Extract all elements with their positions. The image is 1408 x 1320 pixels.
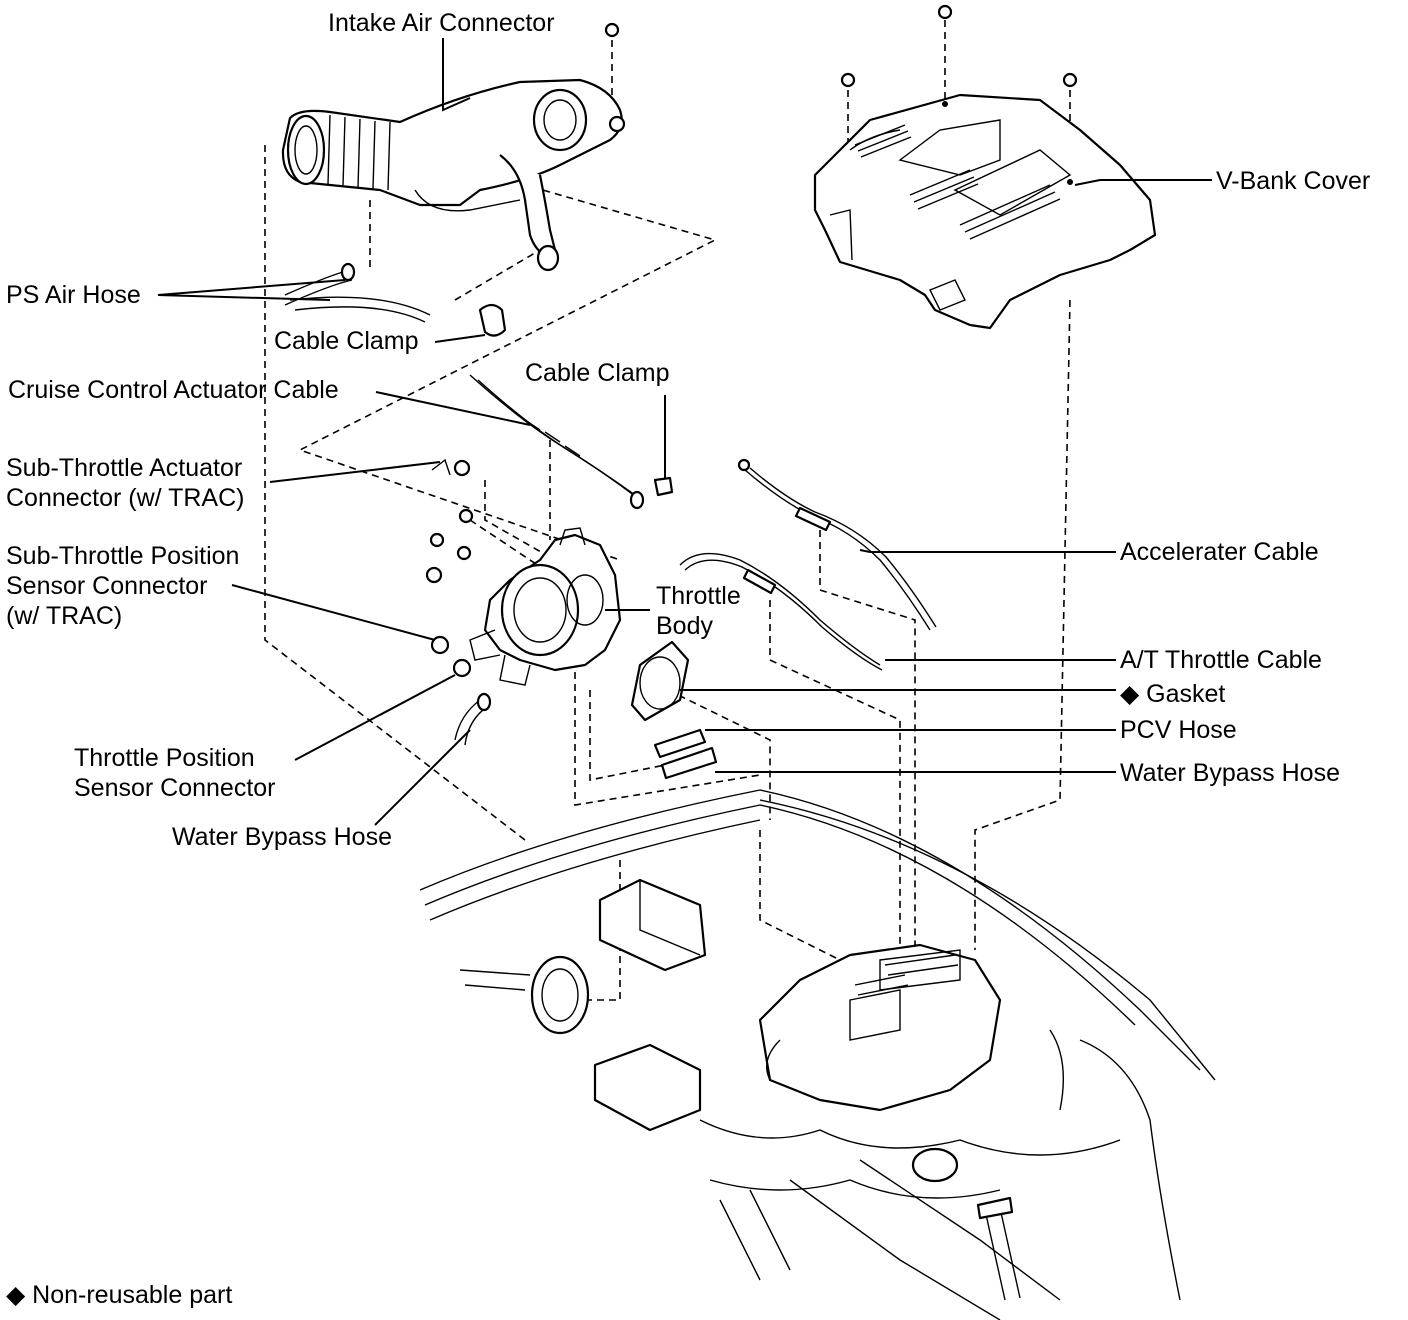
intake-air-connector-label: Intake Air Connector: [328, 9, 555, 37]
ps-air-hose-label: PS Air Hose: [6, 281, 141, 309]
sub-throttle-actuator-connector-label: Sub-Throttle Actuator Connector (w/ TRAC…: [6, 454, 245, 512]
at-throttle-cable-label: A/T Throttle Cable: [1120, 646, 1322, 674]
water-bypass-hose-right-part: [660, 746, 718, 780]
throttle-position-sensor-connector-label: Throttle Position Sensor Connector: [74, 744, 276, 802]
engine-bay: [419, 789, 1216, 1320]
accelerater-cable-part: [737, 458, 937, 631]
water-bypass-hose-left-label: Water Bypass Hose: [172, 823, 392, 851]
cruise-control-cable-part: [469, 374, 645, 510]
cable-clamp-middle-part: [653, 395, 674, 497]
gasket-label: ◆ Gasket: [1120, 680, 1226, 708]
cable-clamp-upper-label: Cable Clamp: [274, 327, 419, 355]
pcv-hose-part: [653, 728, 707, 759]
water-bypass-hose-right-label: Water Bypass Hose: [1120, 759, 1340, 787]
accelerater-cable-label: Accelerater Cable: [1120, 538, 1319, 566]
cable-clamp-upper-part: [478, 303, 507, 337]
v-bank-cover-part: [813, 4, 1157, 330]
assembly-guide-lines: [264, 20, 1071, 1001]
leader-lines: [157, 38, 1212, 826]
sub-throttle-position-sensor-connector-label: Sub-Throttle Position Sensor Connector (…: [6, 542, 240, 630]
gasket-part: [630, 640, 690, 722]
v-bank-cover-label: V-Bank Cover: [1216, 167, 1371, 195]
cable-clamp-middle-label: Cable Clamp: [525, 359, 670, 387]
non-reusable-legend: ◆ Non-reusable part: [6, 1281, 233, 1309]
pcv-hose-label: PCV Hose: [1120, 716, 1237, 744]
water-bypass-hose-left-part: [454, 692, 492, 746]
ps-air-hose-part: [284, 262, 431, 323]
throttle-body-label: Throttle Body: [656, 582, 741, 640]
throttle-body-part: [425, 458, 622, 686]
cruise-control-actuator-cable-label: Cruise Control Actuator Cable: [8, 376, 339, 404]
intake-air-connector-part: [281, 22, 626, 272]
at-throttle-cable-part: [679, 552, 883, 671]
